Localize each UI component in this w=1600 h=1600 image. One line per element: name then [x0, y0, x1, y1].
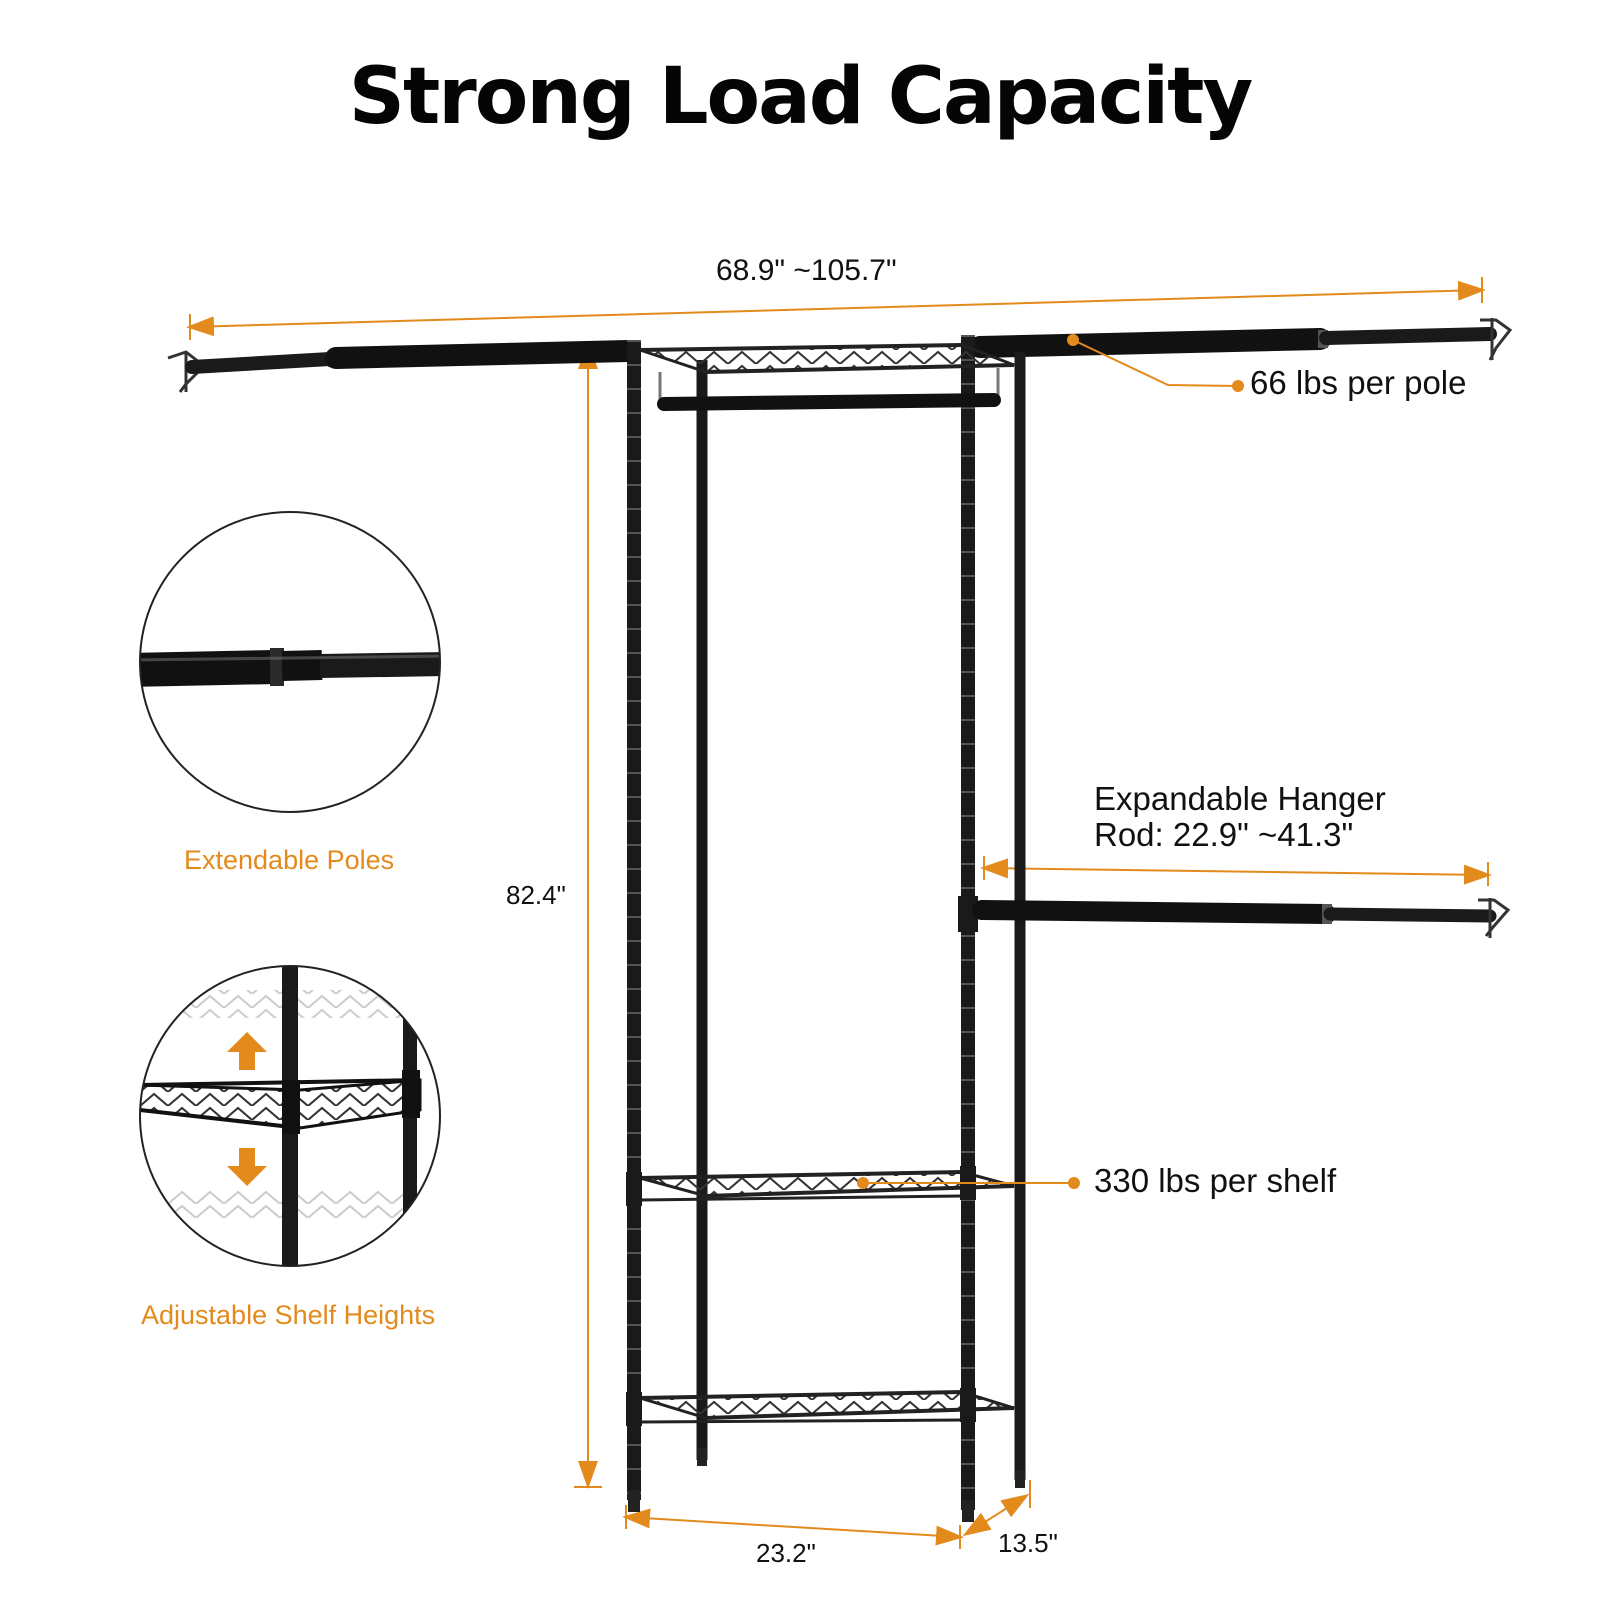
shelf-depth-dimension-line	[962, 1480, 1031, 1537]
hanger-rod-callout-line2: Rod: 22.9" ~41.3"	[1094, 816, 1354, 853]
extendable-poles-inset	[139, 511, 441, 813]
shelf-depth-label: 13.5"	[998, 1528, 1058, 1558]
arrow-up-icon	[227, 1032, 267, 1070]
shelf-load-leader	[857, 1177, 1080, 1189]
adjustable-shelf-inset	[139, 965, 441, 1267]
adjustable-shelf-caption: Adjustable Shelf Heights	[141, 1300, 436, 1330]
height-dimension-line	[574, 341, 602, 1489]
shelf-load-callout: 330 lbs per shelf	[1094, 1162, 1337, 1199]
wire-rack-frame	[626, 335, 1026, 1522]
height-label: 82.4"	[506, 880, 566, 910]
hanger-rod-dimension-line	[980, 856, 1492, 886]
extendable-poles-caption: Extendable Poles	[184, 845, 395, 875]
arrow-down-icon	[227, 1148, 267, 1186]
width-dimension-line	[186, 277, 1486, 340]
top-extendable-pole	[167, 318, 1513, 393]
page-title: Strong Load Capacity	[348, 52, 1253, 142]
hanger-rod-callout-line1: Expandable Hanger	[1094, 780, 1386, 817]
shelf-width-label: 23.2"	[756, 1538, 816, 1568]
pole-load-callout: 66 lbs per pole	[1250, 364, 1467, 401]
pole-load-leader	[1067, 334, 1244, 392]
shelf-width-dimension-line	[622, 1505, 964, 1549]
total-width-label: 68.9" ~105.7"	[716, 254, 897, 287]
side-expandable-hanger-rod	[958, 896, 1511, 938]
